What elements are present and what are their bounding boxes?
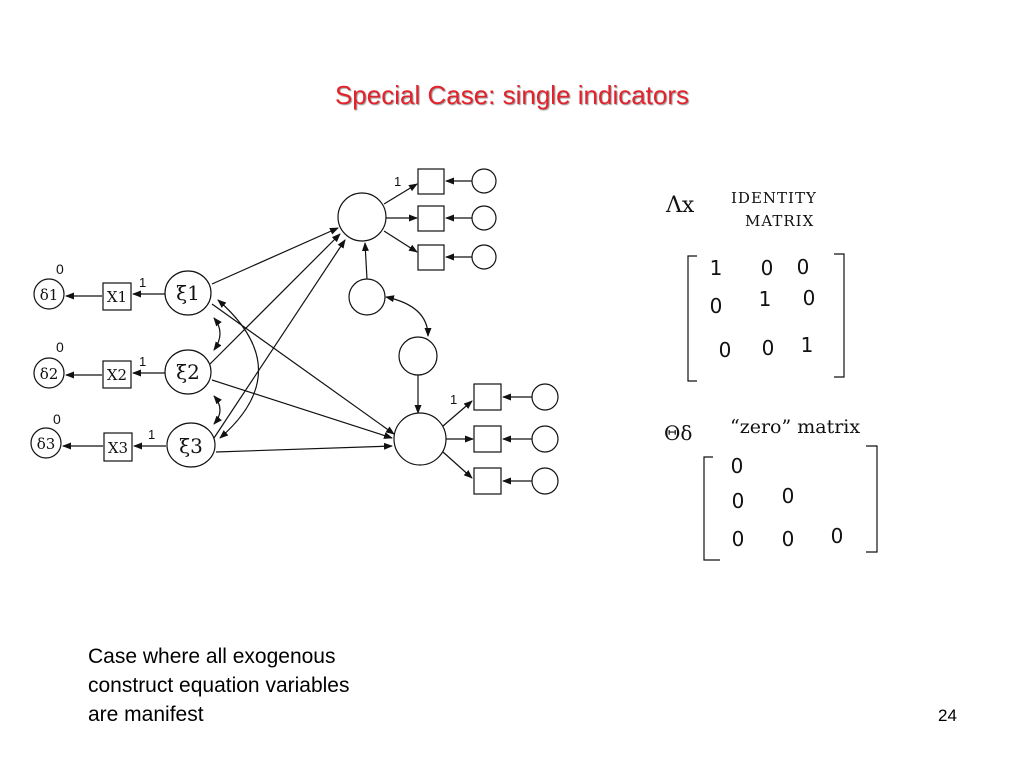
zero-matrix-label: “zero” matrix [730,416,860,438]
matrix-cell: 0 [797,255,810,279]
right-bracket [834,253,845,378]
identity-matrix-note: Λx IDENTITY MATRIX 1 0 0 0 1 0 0 0 1 [665,189,845,382]
endogenous-block-2: 1 [393,336,559,495]
matrix-cell: 0 [731,454,744,478]
slide-title: Special Case: single indicators [334,80,690,110]
path-arrow [209,233,341,365]
exogenous-node [164,270,212,316]
matrix-cell: 0 [782,484,795,508]
exogenous-label: ξ3 [179,434,203,458]
right-bracket [866,445,878,553]
matrix-cell: 1 [759,287,772,311]
page-number: 24 [938,706,957,725]
caption-line: Case where all exogenous [88,645,336,668]
matrix-cell: 1 [710,256,723,280]
indicator-box [417,205,445,232]
indicator-box [102,360,132,389]
indicator-label: X1 [107,288,127,306]
error-node [531,467,559,495]
loading-arrow [442,400,473,427]
exogenous-label: ξ2 [176,360,200,384]
disturbance-node [398,336,438,376]
loading-label: 1 [450,392,457,407]
path-arrow [213,239,346,439]
matrix-cell: 0 [831,524,844,548]
disturbance-arrow [361,242,369,280]
loading-label: 1 [139,354,146,369]
slide-caption: Case where all exogenous construct equat… [88,642,428,729]
exogenous-label: ξ1 [176,281,200,305]
path-arrow [211,227,339,285]
error-variance-label: 0 [56,261,64,277]
structural-paths [209,227,395,453]
covariance-arc [213,395,222,425]
loading-arrow [383,183,418,205]
path-arrow [211,379,393,439]
covariance-arc [217,299,260,439]
indicator-box [417,244,445,271]
identity-label-line2: MATRIX [745,212,814,230]
exogenous-node [166,422,216,468]
disturbance-node [348,278,386,316]
matrix-cell: 1 [801,333,814,357]
endogenous-node [393,412,447,466]
left-bracket [703,456,720,561]
loading-arrow [383,230,418,253]
endogenous-block-1: 1 [337,168,497,316]
matrix-cell: 0 [732,489,745,513]
error-label: δ3 [37,435,56,453]
indicator-label: X2 [107,366,127,384]
path-arrow [215,442,393,453]
error-node [471,244,497,270]
exogenous-node [164,349,212,395]
matrix-cell: 0 [762,336,775,360]
indicator-box [102,282,132,311]
left-bracket [687,255,697,382]
error-node [33,357,65,389]
indicator-label: X3 [108,439,128,457]
caption-line: construct equation variables [88,674,350,697]
error-node [30,427,62,459]
matrix-cell: 0 [719,338,732,362]
theta-delta-label: Θδ [664,421,692,445]
error-node [531,383,559,411]
error-variance-label: 0 [56,339,64,355]
error-node [33,278,65,310]
indicator-box [417,168,445,195]
error-node [471,168,497,194]
indicator-box [473,383,502,411]
loading-label: 1 [148,427,155,442]
matrix-cell: 0 [782,527,795,551]
measurement-row-2: 0 δ2 X2 1 ξ2 [33,339,212,395]
zero-matrix-note: Θδ “zero” matrix 0 0 0 0 0 0 [664,416,878,561]
endogenous-node [337,192,387,242]
error-node [531,425,559,453]
error-node [471,205,497,231]
path-arrow [211,303,395,435]
matrix-cell: 0 [803,286,816,310]
matrix-cell: 0 [710,294,723,318]
indicator-box [473,467,502,495]
indicator-box [473,425,502,453]
error-variance-label: 0 [53,411,61,427]
loading-label: 1 [139,275,146,290]
identity-label-line1: IDENTITY [731,189,817,207]
error-label: δ1 [40,286,59,304]
loading-label: 1 [394,174,401,189]
exogenous-covariances [213,299,260,439]
loading-arrow [442,451,473,479]
matrix-cell: 0 [761,256,774,280]
error-label: δ2 [40,365,59,383]
indicator-box [103,432,133,462]
matrix-cell: 0 [732,527,745,551]
disturbance-covariance-arc [385,295,432,337]
measurement-row-1: 0 δ1 X1 1 ξ1 [33,261,212,316]
caption-line: are manifest [88,703,204,726]
lambda-x-label: Λx [665,193,695,218]
measurement-row-3: 0 δ3 X3 1 ξ3 [30,411,216,468]
covariance-arc [213,317,222,351]
